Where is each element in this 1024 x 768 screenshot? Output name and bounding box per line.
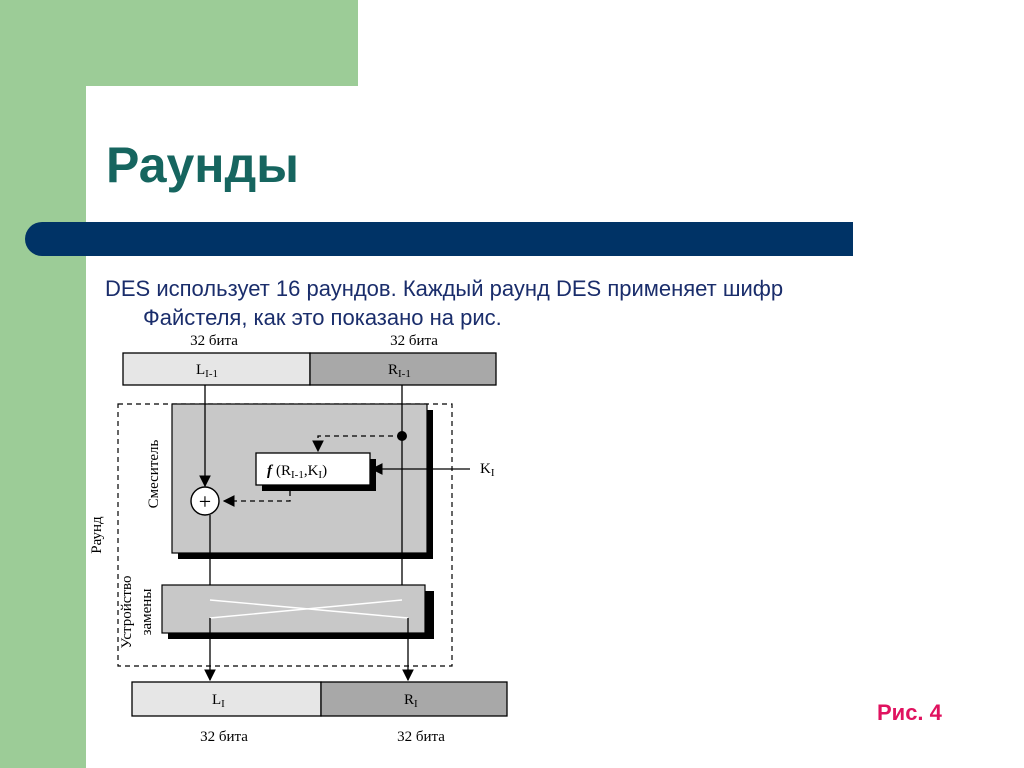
top-left-width-label: 32 бита xyxy=(190,333,238,349)
function-to-xor-dashed-line xyxy=(222,491,291,507)
body-text-line-1: DES использует 16 раундов. Каждый раунд … xyxy=(105,276,784,301)
output-left-label: LI xyxy=(212,692,225,710)
title-underline-bar xyxy=(25,222,853,256)
output-left-half xyxy=(131,681,322,717)
slide-body-text: DES использует 16 раундов. Каждый раунд … xyxy=(105,274,925,332)
xor-icon xyxy=(190,486,220,516)
slide-title: Раунды xyxy=(106,137,299,193)
round-label: Раунд xyxy=(89,516,105,554)
top-right-width-label: 32 бита xyxy=(390,333,438,349)
mixer-label: Смеситель xyxy=(146,439,162,508)
figure-caption: Рис. 4 xyxy=(877,700,942,725)
function-box xyxy=(255,452,371,486)
right-to-function-dashed-line xyxy=(312,435,402,453)
swap-cross-line-2 xyxy=(209,599,403,619)
input-right-half xyxy=(309,352,497,386)
bottom-right-width-label: 32 бита xyxy=(397,729,445,745)
input-left-label: LI-1 xyxy=(196,362,218,380)
body-text-line-2: Файстеля, как это показано на рис. xyxy=(143,305,502,330)
function-label: f(RI-1,KI) xyxy=(267,463,327,481)
swapper-block xyxy=(161,584,426,634)
input-right-label: RI-1 xyxy=(388,362,411,380)
xor-symbol: + xyxy=(199,489,211,514)
green-left-band xyxy=(0,0,86,768)
swapper-label-line-1: Устройство xyxy=(119,576,135,649)
bottom-left-width-label: 32 бита xyxy=(200,729,248,745)
key-label: KI xyxy=(480,461,495,479)
output-right-label: RI xyxy=(404,692,418,710)
swapper-label-line-2: замены xyxy=(139,589,155,636)
output-right-half xyxy=(320,681,508,717)
